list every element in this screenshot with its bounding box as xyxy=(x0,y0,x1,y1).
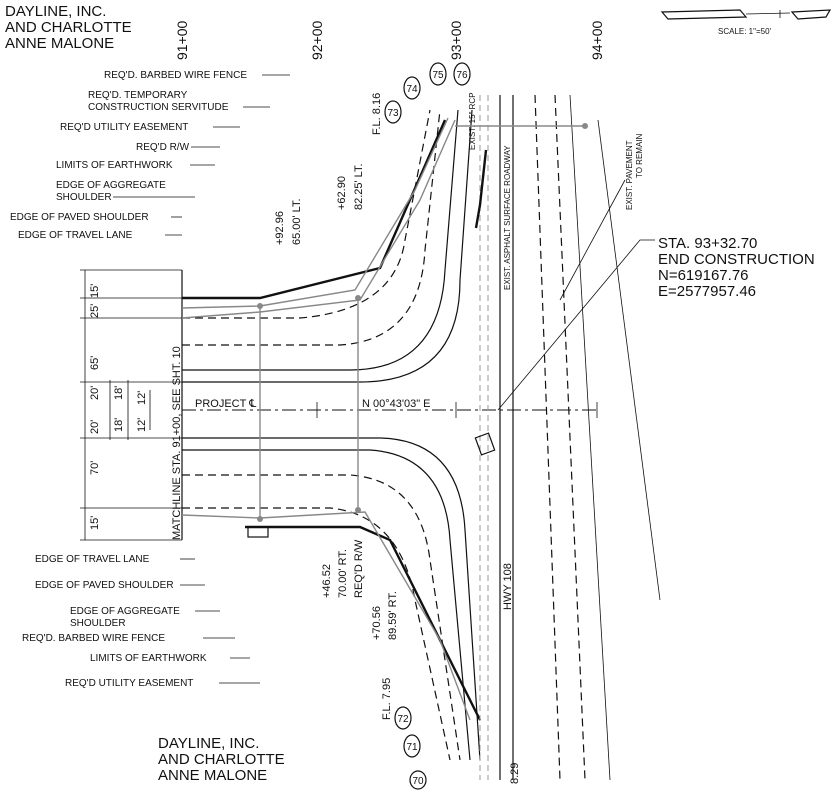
point-74: 74 xyxy=(406,84,418,95)
callout-rw: REQ'D R/W xyxy=(136,142,190,153)
offset-bottom-b-sta: +70.56 xyxy=(371,606,383,640)
dim-12-top: 12' xyxy=(136,391,148,405)
station-91: 91+00 xyxy=(174,20,190,60)
offset-a-off: 65.00' LT. xyxy=(291,198,303,245)
offset-b-off: 82.25' LT. xyxy=(353,163,365,210)
dim-18-top: 18' xyxy=(113,386,125,400)
bearing-label: N 00°43'03" E xyxy=(362,398,431,410)
end-easting: E=2577957.46 xyxy=(658,283,756,300)
scale-label: SCALE: 1"=50' xyxy=(718,27,772,36)
dim-20-bottom: 20' xyxy=(89,420,101,434)
owner-bottom-line-3: ANNE MALONE xyxy=(158,767,267,784)
callout-aggregate: EDGE OF AGGREGATE xyxy=(56,180,166,191)
fl-bottom: F.L. 7.95 xyxy=(381,678,393,720)
callout-b-travel: EDGE OF TRAVEL LANE xyxy=(35,554,150,565)
dim-70: 70' xyxy=(89,461,101,475)
exist-pavement-1: EXIST. PAVEMENT xyxy=(625,140,634,210)
north-arrow-scale: SCALE: 1"=50' xyxy=(660,9,832,36)
road-geometry-top xyxy=(181,109,473,383)
end-station: STA. 93+32.70 xyxy=(658,235,757,252)
callout-fence: REQ'D. BARBED WIRE FENCE xyxy=(104,70,247,81)
end-construction: STA. 93+32.70 END CONSTRUCTION N=619167.… xyxy=(497,235,815,411)
callout-travel: EDGE OF TRAVEL LANE xyxy=(18,230,133,241)
existing-pavement-note: EXIST. PAVEMENT TO REMAIN xyxy=(559,133,644,301)
callouts-top: REQ'D. BARBED WIRE FENCE REQ'D. TEMPORAR… xyxy=(10,70,290,241)
matchline: MATCHLINE STA. 91+00, SEE SHT. 10 xyxy=(171,270,183,540)
owner-block-top: DAYLINE, INC. AND CHARLOTTE ANNE MALONE xyxy=(5,3,132,52)
callout-temp: REQ'D. TEMPORARY xyxy=(88,90,188,101)
offset-b-sta: +62.90 xyxy=(336,176,348,210)
callout-b-paved: EDGE OF PAVED SHOULDER xyxy=(35,580,174,591)
dim-65: 65' xyxy=(89,356,101,370)
dim-25: 25' xyxy=(89,304,101,318)
road-geometry-bottom xyxy=(181,437,482,761)
project-centerline: PROJECT ℄ N 00°43'03" E xyxy=(182,398,600,411)
owner-block-bottom: DAYLINE, INC. AND CHARLOTTE ANNE MALONE xyxy=(158,735,285,784)
owner-bottom-line-2: AND CHARLOTTE xyxy=(158,751,285,768)
structures xyxy=(247,149,496,538)
station-labels: 91+00 92+00 93+00 94+00 xyxy=(174,20,605,60)
existing-roadway-label: EXIST. ASPHALT SURFACE ROADWAY xyxy=(503,145,512,290)
callout-utility: REQ'D UTILITY EASEMENT xyxy=(60,122,188,133)
offset-bottom-a-sta: +46.52 xyxy=(321,564,333,598)
offset-bottom-a-note: REQ'D R/W xyxy=(353,539,365,598)
fl-top: F.L. 8.16 xyxy=(371,93,383,135)
end-label: END CONSTRUCTION xyxy=(658,251,815,268)
callout-b-shoulder: SHOULDER xyxy=(70,618,126,629)
highway-label: HWY 108 xyxy=(502,563,514,610)
dim-15-bottom: 15' xyxy=(89,516,101,530)
callout-earthwork: LIMITS OF EARTHWORK xyxy=(56,160,173,171)
point-73: 73 xyxy=(387,108,399,119)
station-92: 92+00 xyxy=(309,20,325,60)
end-northing: N=619167.76 xyxy=(658,267,749,284)
callout-b-fence: REQ'D. BARBED WIRE FENCE xyxy=(22,633,165,644)
offset-bottom-a-off: 70.00' RT. xyxy=(337,549,349,598)
offset-bottom-b-off: 89.59' RT. xyxy=(387,591,399,640)
elev-bottom: 8.29 xyxy=(509,763,521,784)
station-94: 94+00 xyxy=(589,20,605,60)
callout-servitude: CONSTRUCTION SERVITUDE xyxy=(88,102,229,113)
owner-top-line-1: DAYLINE, INC. xyxy=(5,3,106,20)
rcp-label: EXIST. 15" RCP xyxy=(468,92,477,150)
dim-15-top: 15' xyxy=(89,284,101,298)
owner-top-line-2: AND CHARLOTTE xyxy=(5,19,132,36)
owner-bottom-line-1: DAYLINE, INC. xyxy=(158,735,259,752)
exist-pavement-2: TO REMAIN xyxy=(635,133,644,178)
point-72: 72 xyxy=(397,714,409,725)
highway-108: EXIST. ASPHALT SURFACE ROADWAY HWY 108 E… xyxy=(468,92,661,781)
point-76: 76 xyxy=(456,70,468,81)
matchline-label: MATCHLINE STA. 91+00, SEE SHT. 10 xyxy=(171,346,183,540)
callouts-bottom: EDGE OF TRAVEL LANE EDGE OF PAVED SHOULD… xyxy=(22,554,260,689)
callout-b-earthwork: LIMITS OF EARTHWORK xyxy=(90,653,207,664)
offsets-top: +92.96 65.00' LT. +62.90 82.25' LT. F.L.… xyxy=(274,93,383,245)
offset-a-sta: +92.96 xyxy=(274,211,286,245)
callout-b-utility: REQ'D UTILITY EASEMENT xyxy=(65,678,193,689)
dim-12-bottom: 12' xyxy=(136,418,148,432)
station-93: 93+00 xyxy=(448,20,464,60)
dim-18-bottom: 18' xyxy=(113,418,125,432)
callout-b-aggregate: EDGE OF AGGREGATE xyxy=(70,606,180,617)
dim-20-top: 20' xyxy=(89,386,101,400)
owner-top-line-3: ANNE MALONE xyxy=(5,35,114,52)
callout-shoulder: SHOULDER xyxy=(56,192,112,203)
utility-lines xyxy=(257,123,588,522)
offsets-bottom: +46.52 70.00' RT. REQ'D R/W +70.56 89.59… xyxy=(321,539,521,784)
point-75: 75 xyxy=(432,70,444,81)
project-label: PROJECT ℄ xyxy=(195,398,256,410)
dimension-string: 15' 25' 65' 20' 18' 12' 12' 18' 20' 70' … xyxy=(80,269,182,541)
point-71: 71 xyxy=(406,742,418,753)
point-70: 70 xyxy=(412,776,424,787)
callout-paved: EDGE OF PAVED SHOULDER xyxy=(10,212,149,223)
point-bubbles: 73 74 75 76 72 71 70 xyxy=(384,62,471,790)
